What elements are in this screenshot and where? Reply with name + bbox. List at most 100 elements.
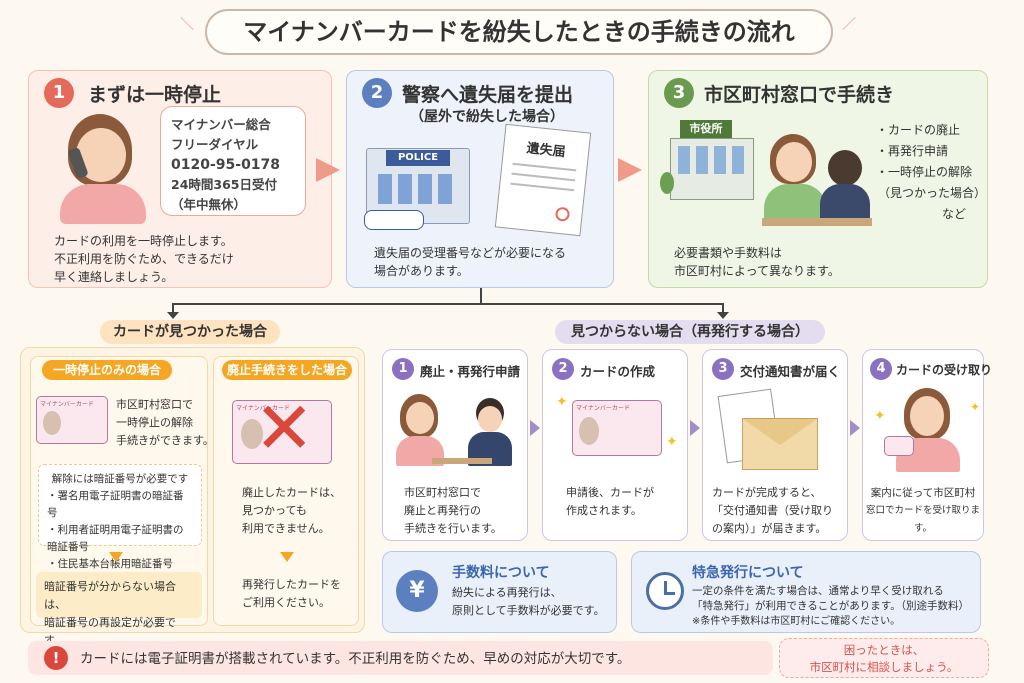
help-note: 困ったときは、 市区町村に相談しましょう。 — [779, 638, 989, 678]
hotline-number[interactable]: 0120-95-0178 — [171, 157, 281, 173]
step1-body-line: 不正利用を防ぐため、できるだけ — [54, 252, 234, 266]
suspend-only-line: 手続きができます。 — [116, 434, 214, 447]
reissue-step-text: 市区町村窓口で 廃止と再発行の 手続きを行います。 — [404, 484, 502, 538]
step3-number: 3 — [664, 78, 694, 108]
step3-item: など — [942, 207, 967, 221]
card-label: マイナンバーカード — [576, 405, 630, 412]
express-line: 一定の条件を満たす場合は、通常より早く受け取れる — [692, 585, 944, 597]
hotline-bubble: マイナンバー総合 フリーダイヤル 0120-95-0178 24時間365日受付… — [160, 106, 306, 216]
clock-icon — [646, 572, 684, 610]
step3-body: 必要書類や手数料は 市区町村によって異なります。 — [674, 244, 840, 280]
fee-title: 手数料について — [452, 565, 550, 581]
reissue-step-number: 4 — [870, 358, 892, 380]
step2-heading: 警察へ遺失届を提出 — [402, 84, 574, 106]
stamp-icon — [554, 206, 571, 222]
pin-note-item: ・署名用電子証明書の暗証番号 — [47, 490, 184, 519]
step1-body-line: カードの利用を一時停止します。 — [54, 234, 233, 248]
step1-body: カードの利用を一時停止します。 不正利用を防ぐため、できるだけ 早く連絡しましょ… — [54, 232, 234, 286]
connector-line — [722, 303, 724, 313]
city-hall-illustration: 市役所 — [660, 116, 760, 206]
not-found-label: 見つからない場合（再発行する場合） — [555, 320, 825, 344]
city-hall-sign: 市役所 — [680, 120, 732, 138]
reissue-step-number: 2 — [552, 358, 574, 380]
reissue-step-title: 廃止・再発行申請 — [420, 364, 521, 379]
arrow-right-icon — [690, 420, 700, 436]
step1-body-line: 早く連絡しましょう。 — [54, 270, 174, 284]
reissue-step-title: 交付通知書が届く — [740, 364, 841, 379]
reissue-step-line: 手続きを行います。 — [404, 522, 502, 535]
reissue-step-line: 案内に従って市区町村 — [870, 487, 976, 499]
reissue-step-text: 申請後、カードが 作成されます。 — [566, 484, 654, 520]
fee-line: 原則として手数料が必要です。 — [452, 604, 605, 617]
reissue-step-number: 1 — [392, 358, 414, 380]
sparkle-icon: ✦ — [970, 400, 981, 414]
abolished-line: 廃止したカードは、 — [242, 486, 341, 499]
warning-text: カードには電子証明書が搭載されています。不正利用を防ぐため、早めの対応が大切です… — [80, 651, 631, 667]
step3-item: ・一時停止の解除 — [876, 165, 973, 179]
sparkle-icon: ／ — [842, 17, 856, 33]
step1-number: 1 — [44, 78, 74, 108]
police-sign: POLICE — [386, 150, 450, 166]
cross-mark-icon: ✕ — [254, 386, 315, 470]
step2-body-line: 遺失届の受理番号などが必要になる — [374, 246, 567, 260]
abolished-after-line: ご利用ください。 — [242, 596, 330, 609]
abolished-after-line: 再発行したカードを — [242, 578, 341, 591]
abolished-tag: 廃止手続きをした場合 — [222, 360, 352, 380]
envelope-icon — [742, 418, 818, 470]
express-info-box — [631, 551, 981, 633]
sparkle-icon: ✦ — [666, 434, 678, 450]
reissue-step-title: カードの作成 — [580, 364, 656, 379]
arrow-down-icon — [109, 552, 123, 562]
express-title: 特急発行について — [692, 565, 804, 581]
counter-consultation-illustration — [396, 392, 514, 466]
reissue-step-title: カードの受け取り — [896, 363, 993, 377]
abolished-line: 見つかっても — [242, 504, 307, 517]
step1-heading: まずは一時停止 — [88, 84, 222, 106]
pin-required-note: 解除には暗証番号が必要です ・署名用電子証明書の暗証番号 ・利用者証明用電子証明… — [38, 464, 202, 570]
express-line: 「特急発行」が利用できることがあります。（別途手数料） — [692, 600, 969, 612]
hotline-line: マイナンバー総合 — [171, 117, 271, 132]
sparkle-icon: ✦ — [556, 394, 568, 410]
step2-number: 2 — [362, 78, 392, 108]
step3-body-line: 必要書類や手数料は — [674, 246, 783, 260]
suspend-only-text: 市区町村窓口で 一時停止の解除 手続きができます。 — [116, 396, 214, 450]
arrow-down-icon — [167, 312, 179, 319]
counter-staff-illustration — [762, 130, 872, 230]
woman-phone-illustration — [46, 112, 156, 224]
sparkle-icon: ＼ — [180, 17, 194, 33]
step3-body-line: 市区町村によって異なります。 — [674, 264, 840, 278]
connector-line — [172, 303, 174, 313]
reissue-step-line: 申請後、カードが — [566, 486, 654, 499]
abolished-text: 廃止したカードは、 見つかっても 利用できません。 — [242, 484, 341, 538]
new-card-illustration: マイナンバーカード — [572, 400, 662, 456]
fee-text: 紛失による再発行は、 原則として手数料が必要です。 — [452, 584, 605, 620]
help-line: 市区町村に相談しましょう。 — [809, 660, 959, 674]
step3-item: ・再発行申請 — [876, 144, 949, 158]
reissue-step-number: 3 — [712, 358, 734, 380]
reissue-step-line: 作成されます。 — [566, 504, 642, 517]
step2-body: 遺失届の受理番号などが必要になる 場合があります。 — [374, 244, 566, 280]
fee-line: 紛失による再発行は、 — [452, 586, 562, 599]
step2-subheading: （屋外で紛失した場合） — [410, 109, 564, 125]
reissue-step-text: 案内に従って市区町村 窓口でカードを受け取ります。 — [862, 484, 984, 538]
step3-items: ・カードの廃止 ・再発行申請 ・一時停止の解除 （見つかった場合） など — [876, 120, 986, 225]
suspend-only-line: 一時停止の解除 — [116, 416, 193, 429]
police-station-illustration: POLICE — [358, 138, 478, 234]
warning-bar — [28, 641, 773, 675]
reissue-step-line: の案内）」が届きます。 — [712, 522, 827, 535]
reissue-step-line: 廃止と再発行の — [404, 504, 481, 517]
pin-note-item: ・住民基本台帳用暗証番号 — [47, 558, 173, 570]
abolished-line: 利用できません。 — [242, 522, 330, 535]
hotline-line: （年中無休） — [171, 197, 247, 212]
arrow-right-icon — [618, 158, 642, 182]
pin-note-item: ・利用者証明用電子証明書の暗証番号 — [47, 524, 184, 553]
reissue-step-text: カードが完成すると、 「交付通知書（受け取り の案内）」が届きます。 — [712, 484, 833, 538]
lost-report-form-illustration: 遺失届 — [494, 123, 592, 237]
step2-body-line: 場合があります。 — [374, 264, 469, 278]
card-label: マイナンバーカード — [236, 405, 290, 412]
pin-reset-box: 暗証番号が分からない場合は、 暗証番号の再設定が必要です。 — [36, 572, 202, 647]
arrow-down-icon — [280, 552, 294, 562]
arrow-right-icon — [850, 420, 860, 436]
arrow-down-icon — [717, 312, 729, 319]
pin-note-title: 解除には暗証番号が必要です — [51, 473, 189, 485]
